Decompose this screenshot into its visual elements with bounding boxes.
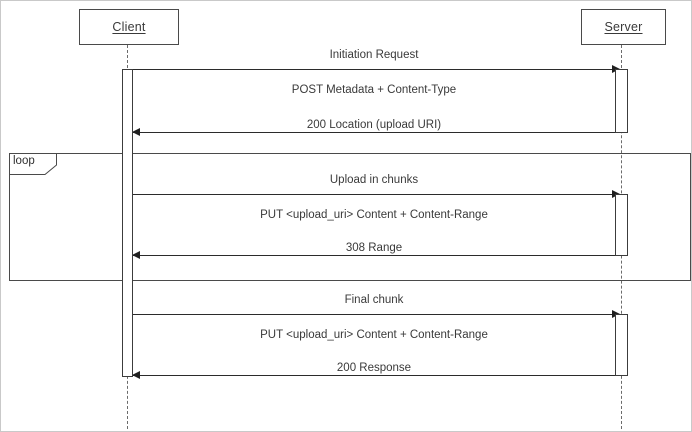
section-caption-chunks: Upload in chunks (329, 174, 419, 186)
arrow-line-final-request (132, 314, 619, 315)
arrow-line-chunks-response (132, 255, 619, 256)
loop-fragment-operator-label: loop (13, 155, 35, 167)
message-label-chunks-request: PUT <upload_uri> Content + Content-Range (260, 209, 488, 221)
activation-bar-client (122, 69, 133, 377)
arrow-line-initiation-response (132, 132, 619, 133)
arrow-head-chunks-request (612, 189, 620, 198)
loop-fragment-frame (9, 153, 691, 281)
arrow-head-chunks-response (132, 250, 140, 259)
activation-bar-server-final (615, 314, 628, 376)
participant-server[interactable]: Server (581, 9, 666, 45)
section-caption-initiation: Initiation Request (329, 49, 419, 61)
participant-client[interactable]: Client (79, 9, 179, 45)
arrow-line-chunks-request (132, 194, 619, 195)
message-label-initiation-response: 200 Location (upload URI) (306, 119, 442, 131)
message-label-initiation-request: POST Metadata + Content-Type (291, 84, 457, 96)
arrow-head-final-request (612, 309, 620, 318)
message-label-chunks-response: 308 Range (345, 242, 403, 254)
section-caption-final: Final chunk (344, 294, 404, 306)
activation-bar-server-chunk (615, 194, 628, 256)
participant-client-label: Client (112, 20, 146, 34)
message-label-final-response: 200 Response (336, 362, 412, 374)
arrow-head-initiation-request (612, 64, 620, 73)
arrow-head-final-response (132, 370, 140, 379)
arrow-line-initiation-request (132, 69, 619, 70)
activation-bar-server-initiation (615, 69, 628, 133)
participant-server-label: Server (604, 20, 643, 34)
message-label-final-request: PUT <upload_uri> Content + Content-Range (260, 329, 488, 341)
arrow-line-final-response (132, 375, 619, 376)
arrow-head-initiation-response (132, 127, 140, 136)
